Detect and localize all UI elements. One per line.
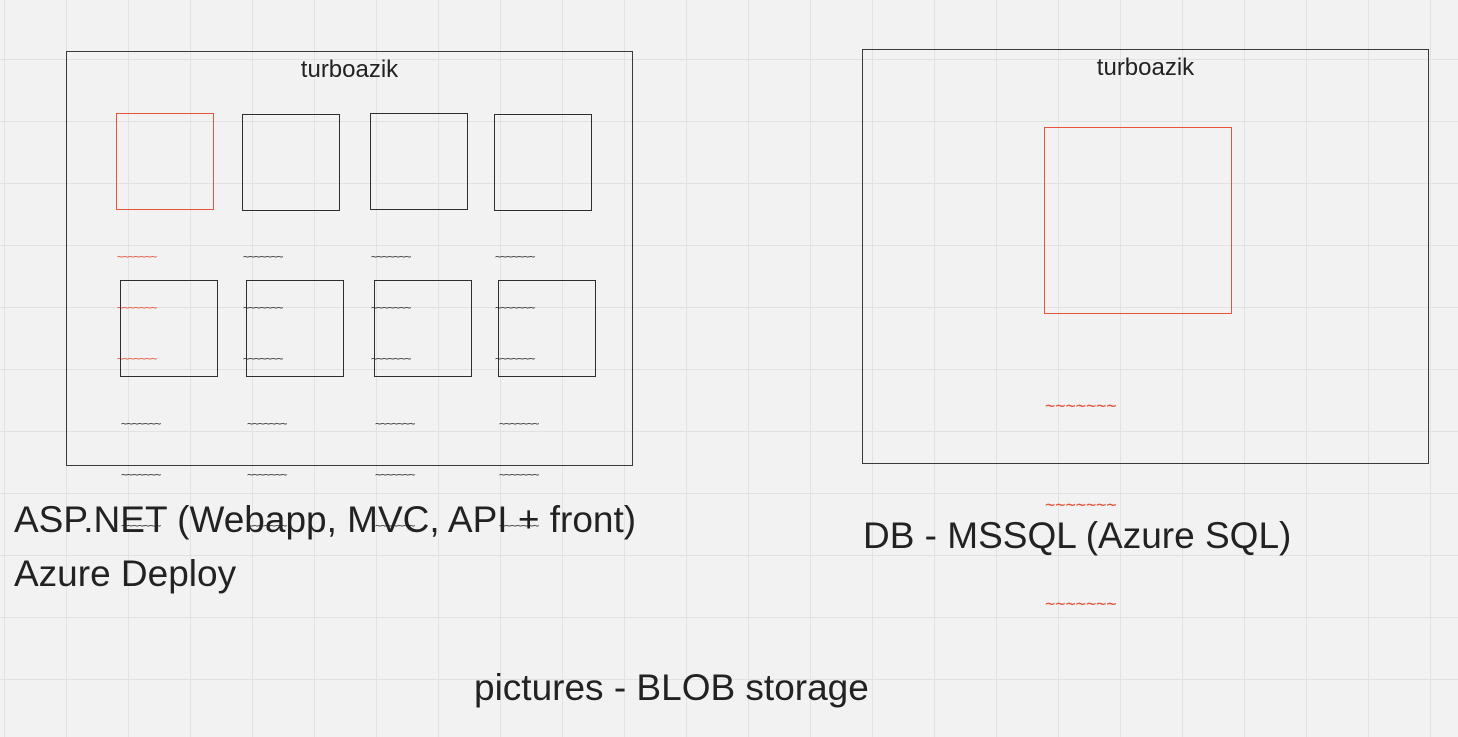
product-card-image [498, 280, 596, 377]
product-card-text: ~~~~~~~ ~~~~~~~ ~~~~~~~ [371, 214, 411, 384]
product-card-text: ~~~~~~~ ~~~~~~~ ~~~~~~~ [375, 381, 415, 551]
product-card-image [246, 280, 344, 377]
db-label: DB - MSSQL (Azure SQL) [863, 515, 1292, 556]
deploy-label: Azure Deploy [14, 553, 237, 594]
squiggle-line: ~~~~~~~ [375, 468, 415, 481]
squiggle-line: ~~~~~~~ [117, 301, 157, 314]
product-card-text: ~~~~~~~ ~~~~~~~ ~~~~~~~ [499, 381, 539, 551]
squiggle-line: ~~~~~~~ [375, 519, 415, 532]
web-app-frame-title: turboazik [300, 56, 399, 83]
squiggle-line: ~~~~~~~ [247, 417, 287, 430]
squiggle-line: ~~~~~~~ [243, 250, 283, 263]
squiggle-line: ~~~~~~~ [117, 250, 157, 263]
squiggle-line: ~~~~~~~ [121, 519, 161, 532]
product-card-image [120, 280, 218, 377]
squiggle-line: ~~~~~~~ [243, 352, 283, 365]
squiggle-line: ~~~~~~~ [499, 519, 539, 532]
detail-image [1044, 127, 1232, 314]
squiggle-line: ~~~~~~~ [121, 468, 161, 481]
squiggle-line: ~~~~~~~ [117, 352, 157, 365]
squiggle-line: ~~~~~~~ [371, 301, 411, 314]
product-card-text-highlighted: ~~~~~~~ ~~~~~~~ ~~~~~~~ [117, 214, 157, 384]
db-detail-frame-title: turboazik [1096, 54, 1195, 81]
web-stack-label: ASP.NET (Webapp, MVC, API + front) [14, 499, 637, 540]
squiggle-line: ~~~~~~~ [499, 417, 539, 430]
squiggle-line: ~~~~~~~ [247, 519, 287, 532]
product-card-text: ~~~~~~~ ~~~~~~~ ~~~~~~~ [121, 381, 161, 551]
squiggle-line: ~~~~~~~ [495, 301, 535, 314]
product-card-text: ~~~~~~~ ~~~~~~~ ~~~~~~~ [247, 381, 287, 551]
web-app-frame: turboazik [66, 51, 633, 466]
squiggle-line: ~~~~~~~ [499, 468, 539, 481]
product-card-image [374, 280, 472, 377]
squiggle-line: ~~~~~~~ [243, 301, 283, 314]
storage-label: pictures - BLOB storage [474, 667, 869, 708]
squiggle-line: ~~~~~~~ [1045, 396, 1117, 416]
db-detail-frame: turboazik [862, 49, 1429, 464]
squiggle-line: ~~~~~~~ [495, 352, 535, 365]
squiggle-line: ~~~~~~~ [371, 250, 411, 263]
squiggle-line: ~~~~~~~ [495, 250, 535, 263]
product-card-image-highlighted [116, 113, 214, 210]
product-card-image [370, 113, 468, 210]
product-card-image [494, 114, 592, 211]
squiggle-line: ~~~~~~~ [371, 352, 411, 365]
squiggle-line: ~~~~~~~ [121, 417, 161, 430]
squiggle-line: ~~~~~~~ [247, 468, 287, 481]
detail-text: ~~~~~~~ ~~~~~~~ ~~~~~~~ [1045, 324, 1117, 654]
product-card-image [242, 114, 340, 211]
product-card-text: ~~~~~~~ ~~~~~~~ ~~~~~~~ [495, 214, 535, 384]
product-card-text: ~~~~~~~ ~~~~~~~ ~~~~~~~ [243, 214, 283, 384]
squiggle-line: ~~~~~~~ [375, 417, 415, 430]
squiggle-line: ~~~~~~~ [1045, 594, 1117, 614]
squiggle-line: ~~~~~~~ [1045, 495, 1117, 515]
